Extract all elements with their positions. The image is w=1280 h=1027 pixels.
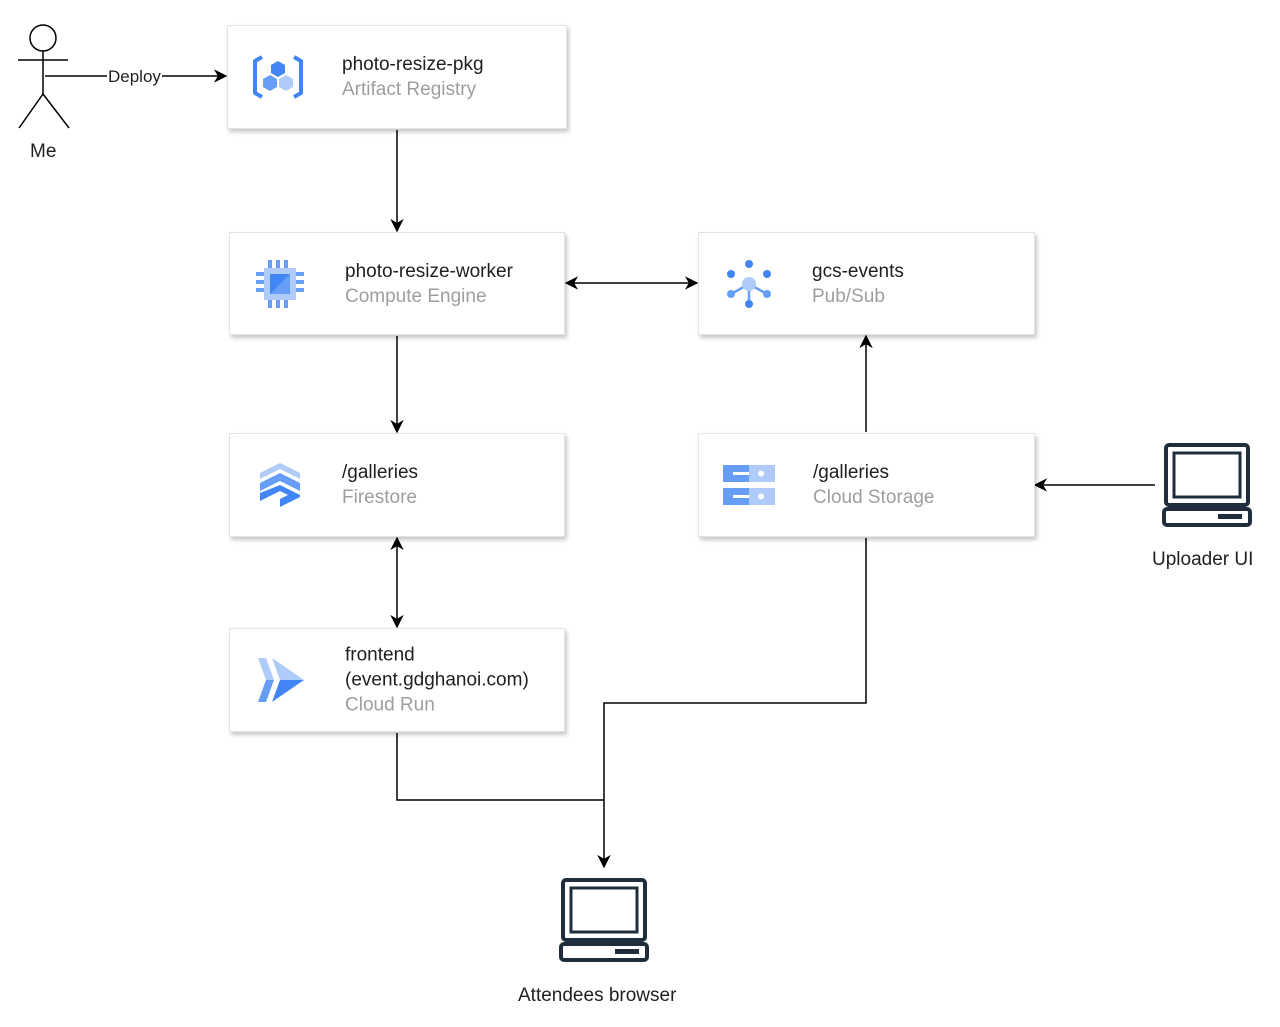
node-service: Artifact Registry — [342, 79, 477, 100]
node-name: photo-resize-pkg — [342, 54, 484, 75]
node-service: Cloud Run — [345, 694, 435, 716]
node-service: Firestore — [342, 487, 417, 508]
actor-me-label: Me — [30, 141, 57, 162]
laptop-icon — [553, 870, 653, 970]
actor-uploader-label: Uploader UI — [1152, 549, 1254, 570]
node-cloud-run[interactable]: frontend (event.gdghanoi.com) Cloud Run — [229, 628, 565, 732]
laptop-icon — [1156, 437, 1256, 533]
compute-engine-icon — [256, 259, 304, 308]
pubsub-icon — [727, 259, 771, 308]
firestore-icon — [260, 463, 300, 507]
node-pubsub[interactable]: gcs-events Pub/Sub — [698, 232, 1035, 335]
node-name-domain: (event.gdghanoi.com) — [345, 669, 529, 691]
node-compute-engine[interactable]: photo-resize-worker Compute Engine — [229, 232, 565, 335]
node-firestore[interactable]: /galleries Firestore — [229, 433, 565, 537]
node-service: Compute Engine — [345, 285, 487, 307]
edge-storage-attendees — [597, 538, 867, 869]
node-name: frontend — [345, 644, 415, 666]
node-name: /galleries — [813, 462, 890, 483]
node-service: Pub/Sub — [812, 285, 885, 307]
node-cloud-storage[interactable]: /galleries Cloud Storage — [698, 433, 1035, 537]
deploy-label: Deploy — [107, 67, 162, 87]
actor-attendees-label: Attendees browser — [518, 985, 677, 1006]
cloud-storage-icon — [723, 465, 775, 505]
node-artifact-registry[interactable]: photo-resize-pkg Artifact Registry — [227, 25, 567, 129]
artifact-registry-icon — [253, 55, 303, 99]
node-name: /galleries — [342, 462, 419, 483]
person-icon — [18, 24, 70, 129]
edge-cloudrun-attendees — [396, 733, 604, 801]
node-service: Cloud Storage — [813, 487, 935, 508]
cloud-run-icon — [258, 658, 304, 702]
node-name: photo-resize-worker — [345, 260, 513, 282]
node-name: gcs-events — [812, 260, 904, 282]
